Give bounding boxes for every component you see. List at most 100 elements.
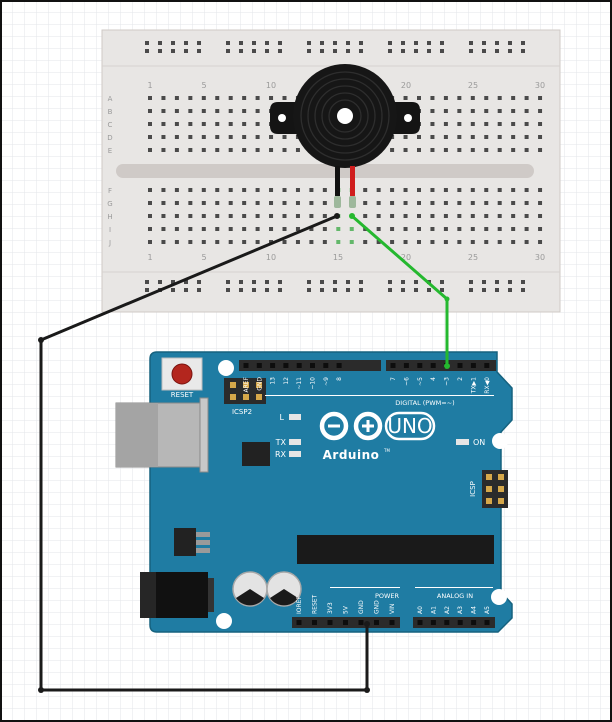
- breadboard-hole[interactable]: [201, 109, 206, 113]
- breadboard-hole[interactable]: [376, 188, 381, 192]
- breadboard-hole[interactable]: [228, 122, 233, 126]
- rail-hole[interactable]: [278, 288, 282, 292]
- breadboard-hole[interactable]: [322, 188, 327, 192]
- header-pin-hole[interactable]: [270, 363, 276, 368]
- breadboard-hole[interactable]: [390, 148, 395, 152]
- breadboard-hole[interactable]: [255, 188, 260, 192]
- header-pin-hole[interactable]: [336, 363, 342, 368]
- breadboard-hole[interactable]: [484, 148, 489, 152]
- breadboard-hole[interactable]: [430, 96, 435, 100]
- rail-hole[interactable]: [440, 41, 444, 45]
- breadboard-hole[interactable]: [242, 227, 247, 231]
- rail-hole[interactable]: [495, 41, 499, 45]
- breadboard-hole[interactable]: [484, 109, 489, 113]
- rail-hole[interactable]: [320, 288, 324, 292]
- rail-hole[interactable]: [521, 288, 525, 292]
- rail-hole[interactable]: [145, 41, 149, 45]
- breadboard-hole[interactable]: [457, 135, 462, 139]
- breadboard-hole[interactable]: [511, 109, 516, 113]
- breadboard-hole[interactable]: [538, 214, 543, 218]
- breadboard-hole[interactable]: [497, 122, 502, 126]
- breadboard-hole[interactable]: [269, 240, 274, 244]
- rail-hole[interactable]: [278, 41, 282, 45]
- breadboard-hole[interactable]: [295, 240, 300, 244]
- rail-hole[interactable]: [197, 288, 201, 292]
- header-pin-hole[interactable]: [457, 620, 463, 625]
- rail-hole[interactable]: [440, 49, 444, 53]
- breadboard-hole[interactable]: [201, 240, 206, 244]
- breadboard-hole[interactable]: [524, 201, 529, 205]
- breadboard-hole[interactable]: [430, 135, 435, 139]
- breadboard-hole[interactable]: [309, 227, 314, 231]
- breadboard-hole[interactable]: [470, 135, 475, 139]
- breadboard-hole[interactable]: [524, 227, 529, 231]
- breadboard-hole[interactable]: [228, 96, 233, 100]
- header-pin-hole[interactable]: [417, 620, 423, 625]
- breadboard-hole[interactable]: [497, 201, 502, 205]
- breadboard-hole[interactable]: [538, 109, 543, 113]
- breadboard-hole[interactable]: [228, 109, 233, 113]
- rail-hole[interactable]: [401, 288, 405, 292]
- header-pin-hole[interactable]: [343, 620, 348, 625]
- breadboard-hole[interactable]: [269, 135, 274, 139]
- rail-hole[interactable]: [307, 280, 311, 284]
- breadboard-hole[interactable]: [443, 188, 448, 192]
- breadboard-hole[interactable]: [161, 227, 166, 231]
- breadboard-hole[interactable]: [269, 148, 274, 152]
- header-pin-hole[interactable]: [484, 363, 490, 368]
- breadboard-hole[interactable]: [215, 240, 220, 244]
- header-pin-hole[interactable]: [358, 620, 364, 625]
- rail-hole[interactable]: [265, 280, 269, 284]
- breadboard-hole[interactable]: [511, 214, 516, 218]
- breadboard-hole[interactable]: [161, 135, 166, 139]
- breadboard-hole[interactable]: [201, 135, 206, 139]
- breadboard-hole[interactable]: [255, 135, 260, 139]
- breadboard-hole[interactable]: [242, 96, 247, 100]
- rail-hole[interactable]: [226, 280, 230, 284]
- breadboard-hole[interactable]: [376, 201, 381, 205]
- breadboard-hole[interactable]: [417, 227, 421, 231]
- rail-hole[interactable]: [145, 280, 149, 284]
- breadboard-hole[interactable]: [457, 96, 462, 100]
- rail-hole[interactable]: [307, 288, 311, 292]
- breadboard-hole[interactable]: [188, 135, 193, 139]
- breadboard-hole[interactable]: [174, 148, 179, 152]
- breadboard-hole[interactable]: [484, 201, 489, 205]
- breadboard-hole[interactable]: [497, 227, 502, 231]
- breadboard-hole[interactable]: [457, 240, 462, 244]
- breadboard-hole[interactable]: [376, 240, 381, 244]
- breadboard-hole[interactable]: [484, 135, 489, 139]
- breadboard-hole[interactable]: [430, 240, 435, 244]
- rail-hole[interactable]: [388, 49, 392, 53]
- breadboard-hole[interactable]: [443, 122, 448, 126]
- rail-hole[interactable]: [508, 288, 512, 292]
- rail-hole[interactable]: [320, 280, 324, 284]
- rail-hole[interactable]: [359, 280, 363, 284]
- rail-hole[interactable]: [265, 41, 269, 45]
- breadboard-hole[interactable]: [242, 188, 247, 192]
- rail-hole[interactable]: [469, 41, 473, 45]
- breadboard-hole[interactable]: [470, 214, 475, 218]
- breadboard-hole[interactable]: [215, 201, 220, 205]
- rail-hole[interactable]: [145, 49, 149, 53]
- breadboard-hole[interactable]: [511, 122, 516, 126]
- rail-hole[interactable]: [388, 280, 392, 284]
- breadboard-hole[interactable]: [457, 227, 462, 231]
- header-pin-hole[interactable]: [457, 363, 463, 368]
- breadboard-hole[interactable]: [336, 240, 341, 244]
- breadboard-hole[interactable]: [349, 227, 354, 231]
- breadboard-hole[interactable]: [511, 240, 516, 244]
- header-pin-hole[interactable]: [417, 363, 423, 368]
- breadboard-hole[interactable]: [390, 214, 395, 218]
- rail-hole[interactable]: [469, 288, 473, 292]
- breadboard-hole[interactable]: [511, 188, 516, 192]
- breadboard-hole[interactable]: [470, 201, 475, 205]
- breadboard-hole[interactable]: [430, 214, 435, 218]
- rail-hole[interactable]: [521, 280, 525, 284]
- rail-hole[interactable]: [359, 41, 363, 45]
- rail-hole[interactable]: [197, 280, 201, 284]
- breadboard-hole[interactable]: [443, 227, 448, 231]
- breadboard-hole[interactable]: [161, 188, 166, 192]
- breadboard-hole[interactable]: [524, 96, 529, 100]
